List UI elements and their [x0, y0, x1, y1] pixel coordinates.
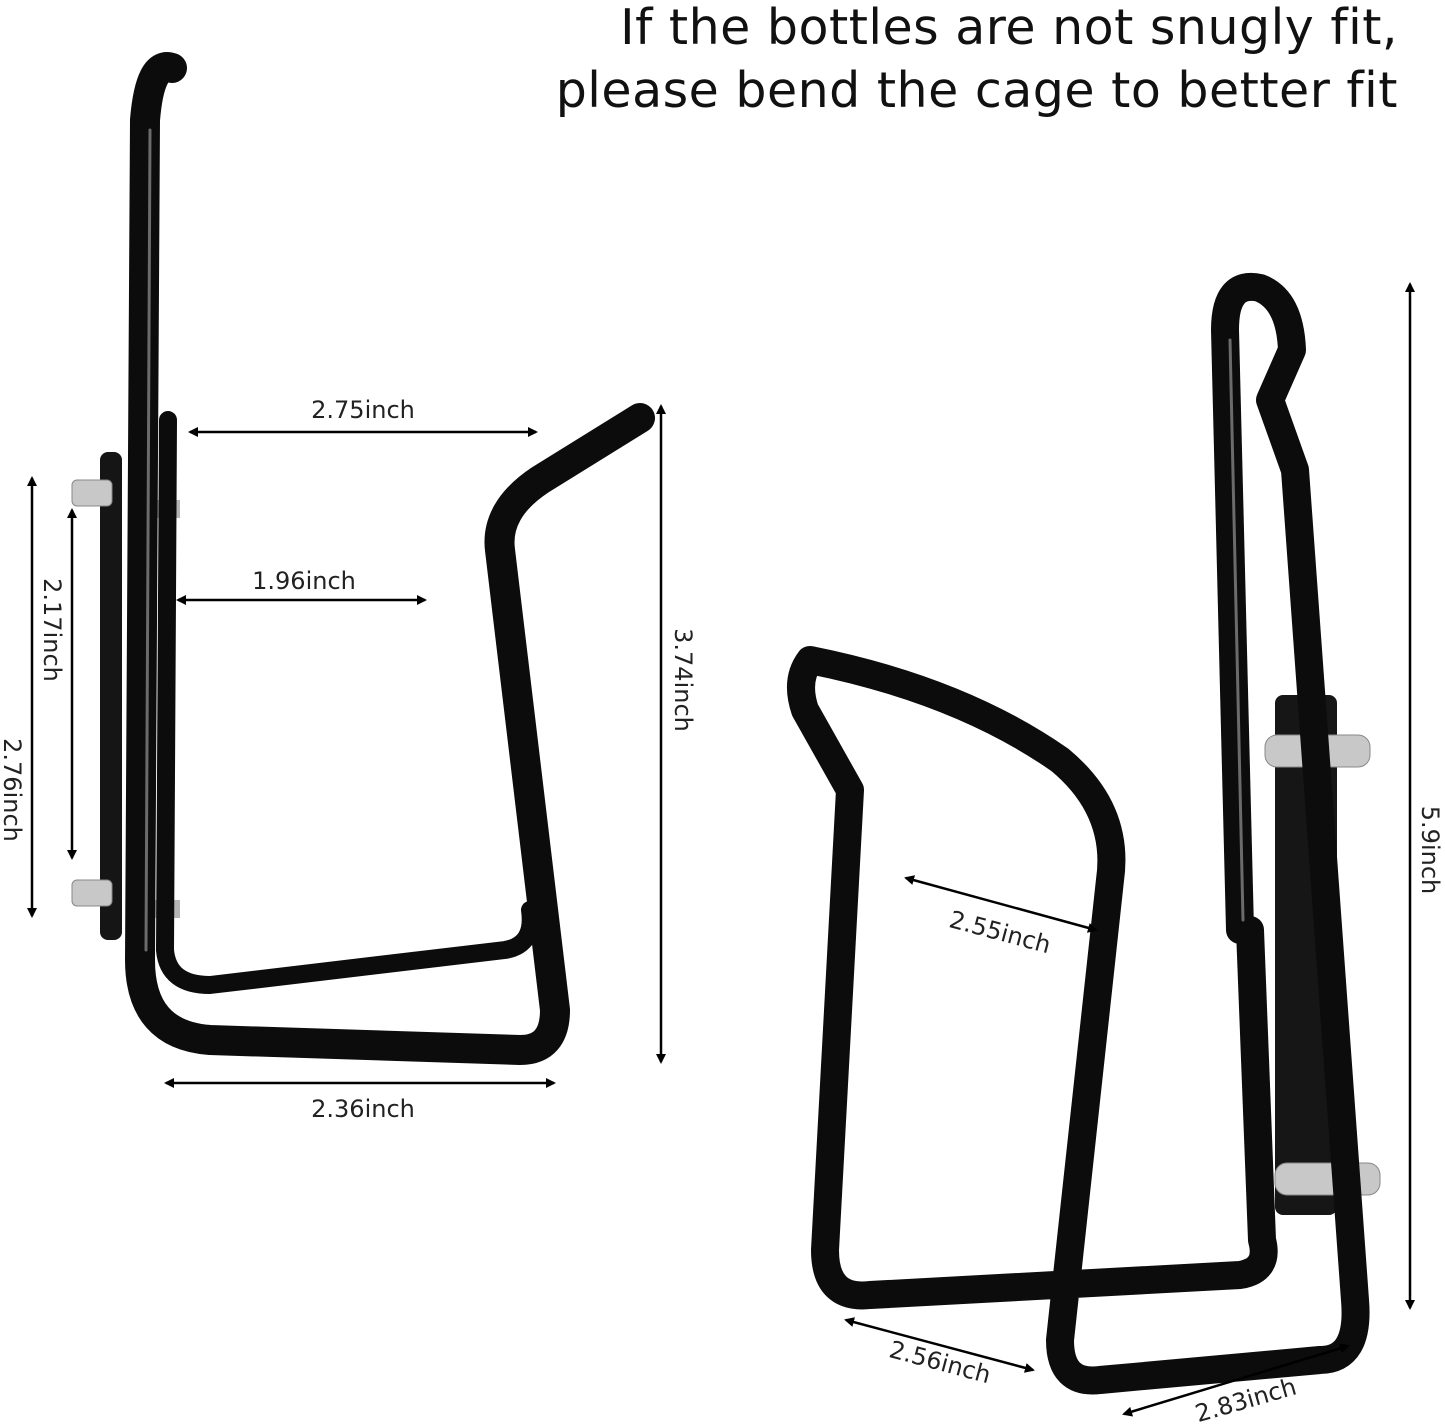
dim-base-depth: 2.56inch	[844, 1317, 1035, 1389]
dim-top-width: 2.75inch	[188, 396, 538, 437]
dim-label: 5.9inch	[1416, 806, 1444, 894]
headline-line-1: If the bottles are not snugly fit,	[620, 0, 1398, 56]
dim-label: 2.76inch	[0, 738, 26, 842]
mount-plate	[100, 452, 122, 940]
dim-bottom-width: 2.36inch	[164, 1078, 556, 1123]
dim-label: 2.56inch	[886, 1335, 993, 1389]
dim-right-height: 5.9inch	[1405, 282, 1444, 1310]
dim-inner-width: 1.96inch	[176, 567, 427, 605]
right-bottle-cage	[787, 272, 1381, 1395]
headline: If the bottles are not snugly fit, pleas…	[556, 0, 1398, 122]
dim-label: 3.74inch	[669, 628, 697, 732]
dim-bolt-spacing: 2.17inch	[38, 508, 77, 860]
dim-height: 3.74inch	[656, 404, 697, 1064]
dim-label: 1.96inch	[252, 567, 356, 595]
dim-right-inner-width: 2.55inch	[904, 875, 1098, 959]
dim-label: 2.17inch	[38, 578, 66, 682]
headline-line-2: please bend the cage to better fit	[555, 62, 1398, 119]
dim-plate-length: 2.76inch	[0, 476, 37, 918]
bolt	[1274, 1162, 1381, 1196]
dim-label: 2.75inch	[311, 396, 415, 424]
left-bottle-cage	[71, 52, 655, 1065]
dim-label: 2.36inch	[311, 1095, 415, 1123]
